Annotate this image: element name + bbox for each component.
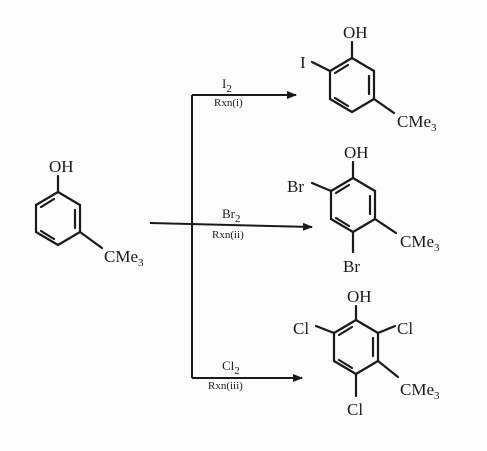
product-3-ring	[332, 318, 380, 376]
condition-rxn-iii: Rxn(iii)	[208, 380, 243, 392]
product-3-tbutyl-label: CMe3	[400, 380, 440, 402]
reaction-labels: I2 Rxn(i) Br2 Rxn(ii) Cl2 Rxn(iii)	[208, 76, 244, 392]
product-iodophenol: OH I CMe3	[300, 23, 437, 134]
product-1-tbutyl-label: CMe3	[397, 112, 437, 134]
product-3-chlorine-label-2: Cl	[397, 319, 413, 338]
oh-label: OH	[49, 157, 74, 176]
product-3-chlorine-label-3: Cl	[347, 400, 363, 419]
condition-rxn-i: Rxn(i)	[214, 97, 243, 109]
product-3-oh-label: OH	[347, 287, 372, 306]
product-1-iodine-label: I	[300, 53, 306, 72]
reagent-rxn-i: I2	[222, 76, 232, 95]
product-2-bromine-label-1: Br	[287, 177, 304, 196]
condition-rxn-ii: Rxn(ii)	[212, 229, 244, 241]
product-1-oh-label: OH	[343, 23, 368, 42]
product-2-ring	[329, 176, 377, 234]
product-2-oh-label: OH	[344, 143, 369, 162]
tbutyl-label: CMe3	[104, 247, 144, 269]
product-2-bromine-label-2: Br	[343, 257, 360, 276]
product-3-chlorine-label-1: Cl	[293, 319, 309, 338]
reagent-rxn-iii: Cl2	[222, 358, 240, 377]
product-dibromophenol: OH Br CMe3 Br	[287, 143, 440, 276]
starting-material-ring	[34, 190, 82, 247]
product-trichlorophenol: OH Cl Cl CMe3 Cl	[293, 287, 440, 419]
tbutyl-bond	[78, 230, 104, 250]
product-1-ring	[328, 56, 376, 114]
reagent-rxn-ii: Br2	[222, 206, 241, 225]
arrow-rxn-ii	[149, 222, 313, 231]
branch-arrows	[149, 91, 313, 382]
starting-material: OH CMe3	[34, 157, 144, 269]
product-2-tbutyl-label: CMe3	[400, 232, 440, 254]
